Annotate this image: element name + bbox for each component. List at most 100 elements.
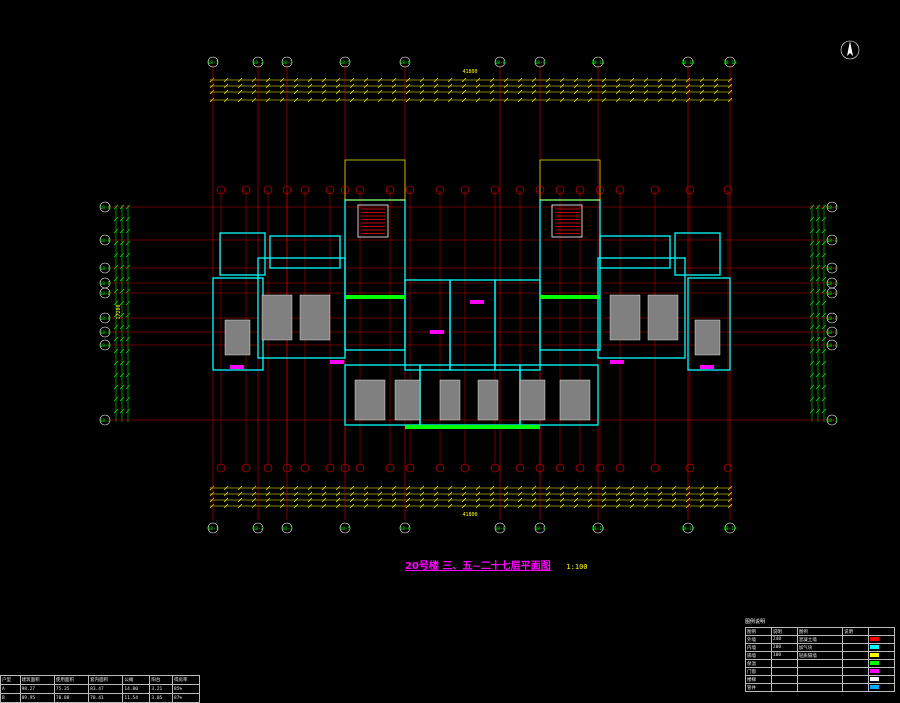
legend-cell — [842, 683, 870, 692]
dimension-tick — [559, 89, 565, 95]
area-cell: 3.05 — [149, 693, 174, 703]
dimension-tick — [615, 83, 621, 89]
legend-cell: 外墙 — [745, 635, 772, 644]
side-dimension-tick — [113, 300, 119, 306]
dimension-tick — [657, 491, 663, 497]
dimension-tick — [643, 497, 649, 503]
side-dimension-tick — [113, 312, 119, 318]
axis-bubble-label: 18-G — [100, 330, 111, 336]
side-dimension-tick — [125, 252, 131, 258]
axis-bubble-label: 18-8 — [495, 526, 506, 532]
dimension-tick — [209, 97, 215, 103]
dimension-tick — [671, 83, 677, 89]
side-dimension-tick — [815, 300, 821, 306]
dimension-tick — [419, 503, 425, 509]
side-dimension-tick — [809, 300, 815, 306]
dimension-tick — [531, 491, 537, 497]
sub-axis-bubble — [405, 463, 415, 473]
dimension-tick — [489, 97, 495, 103]
dimension-tick — [517, 503, 523, 509]
axis-bubble — [99, 414, 111, 426]
structure-block — [519, 379, 546, 421]
legend-swatch — [870, 684, 880, 689]
dimension-tick — [643, 77, 649, 83]
dimension-tick — [279, 497, 285, 503]
dimension-tick — [265, 491, 271, 497]
axis-bubble — [534, 522, 546, 534]
structure-block — [261, 294, 293, 341]
axis-bubble — [826, 262, 838, 274]
dimension-tick — [671, 97, 677, 103]
dimension-tick — [503, 97, 509, 103]
axis-bubble-label: 18-3 — [282, 526, 293, 532]
structure-block — [439, 379, 461, 421]
axis-bubble — [494, 522, 506, 534]
side-dimension-tick — [119, 336, 125, 342]
side-dimension-tick — [809, 240, 815, 246]
dimension-tick — [209, 83, 215, 89]
dimension-tick — [517, 485, 523, 491]
side-dimension-tick — [821, 312, 827, 318]
side-dimension-tick — [809, 276, 815, 282]
dimension-tick — [657, 503, 663, 509]
dimension-tick — [237, 485, 243, 491]
dimension-tick — [587, 89, 593, 95]
side-dimension-tick — [809, 336, 815, 342]
side-dimension-tick — [815, 348, 821, 354]
area-cell: 75.35 — [53, 684, 90, 694]
side-dimension-tick — [815, 336, 821, 342]
dimension-tick — [475, 503, 481, 509]
dimension-tick — [531, 497, 537, 503]
area-cell: 83.47 — [88, 684, 124, 694]
axis-bubble — [826, 326, 838, 338]
structure-block — [694, 319, 721, 356]
legend-swatch — [870, 636, 880, 641]
sub-axis-bubble — [595, 463, 605, 473]
dimension-tick — [335, 491, 341, 497]
axis-bubble-label: 18-D — [827, 281, 838, 287]
dimension-tick — [321, 485, 327, 491]
legend-cell: 轻质隔墙 — [796, 651, 844, 660]
sub-axis-bubble — [385, 463, 395, 473]
side-dimension-tick — [809, 216, 815, 222]
dimension-tick — [489, 503, 495, 509]
axis-bubble-label: 18-H — [100, 343, 111, 349]
dimension-tick — [321, 89, 327, 95]
dimension-tick — [615, 503, 621, 509]
axis-bubble — [826, 414, 838, 426]
dimension-tick — [307, 89, 313, 95]
axis-bubble — [99, 201, 111, 213]
area-cell: 14.80 — [122, 684, 151, 694]
legend-swatch-cell — [868, 643, 895, 652]
legend-cell: 保温 — [745, 659, 772, 668]
dimension-tick — [335, 503, 341, 509]
dimension-tick — [559, 497, 565, 503]
dimension-tick — [237, 491, 243, 497]
dimension-tick — [321, 97, 327, 103]
dimension-tick — [573, 485, 579, 491]
dimension-tick — [405, 503, 411, 509]
dimension-tick — [643, 491, 649, 497]
axis-bubble — [207, 522, 219, 534]
dimension-tick — [601, 97, 607, 103]
dimension-tick — [643, 485, 649, 491]
side-dimension-tick — [125, 288, 131, 294]
dimension-tick — [377, 97, 383, 103]
sub-axis-bubble — [615, 463, 625, 473]
dimension-tick — [307, 497, 313, 503]
axis-bubble-label: 18-3 — [282, 60, 293, 66]
dimension-tick — [713, 97, 719, 103]
dimension-tick — [545, 97, 551, 103]
side-dimension-tick — [125, 276, 131, 282]
side-dimension-tick — [119, 216, 125, 222]
dimension-tick — [377, 77, 383, 83]
side-dimension-tick — [815, 252, 821, 258]
dimension-tick — [573, 89, 579, 95]
side-dimension-tick — [113, 240, 119, 246]
window-mark — [700, 365, 714, 369]
legend-swatch-cell — [868, 635, 895, 644]
dimension-tick — [573, 97, 579, 103]
dimension-tick — [251, 77, 257, 83]
dimension-tick — [713, 497, 719, 503]
